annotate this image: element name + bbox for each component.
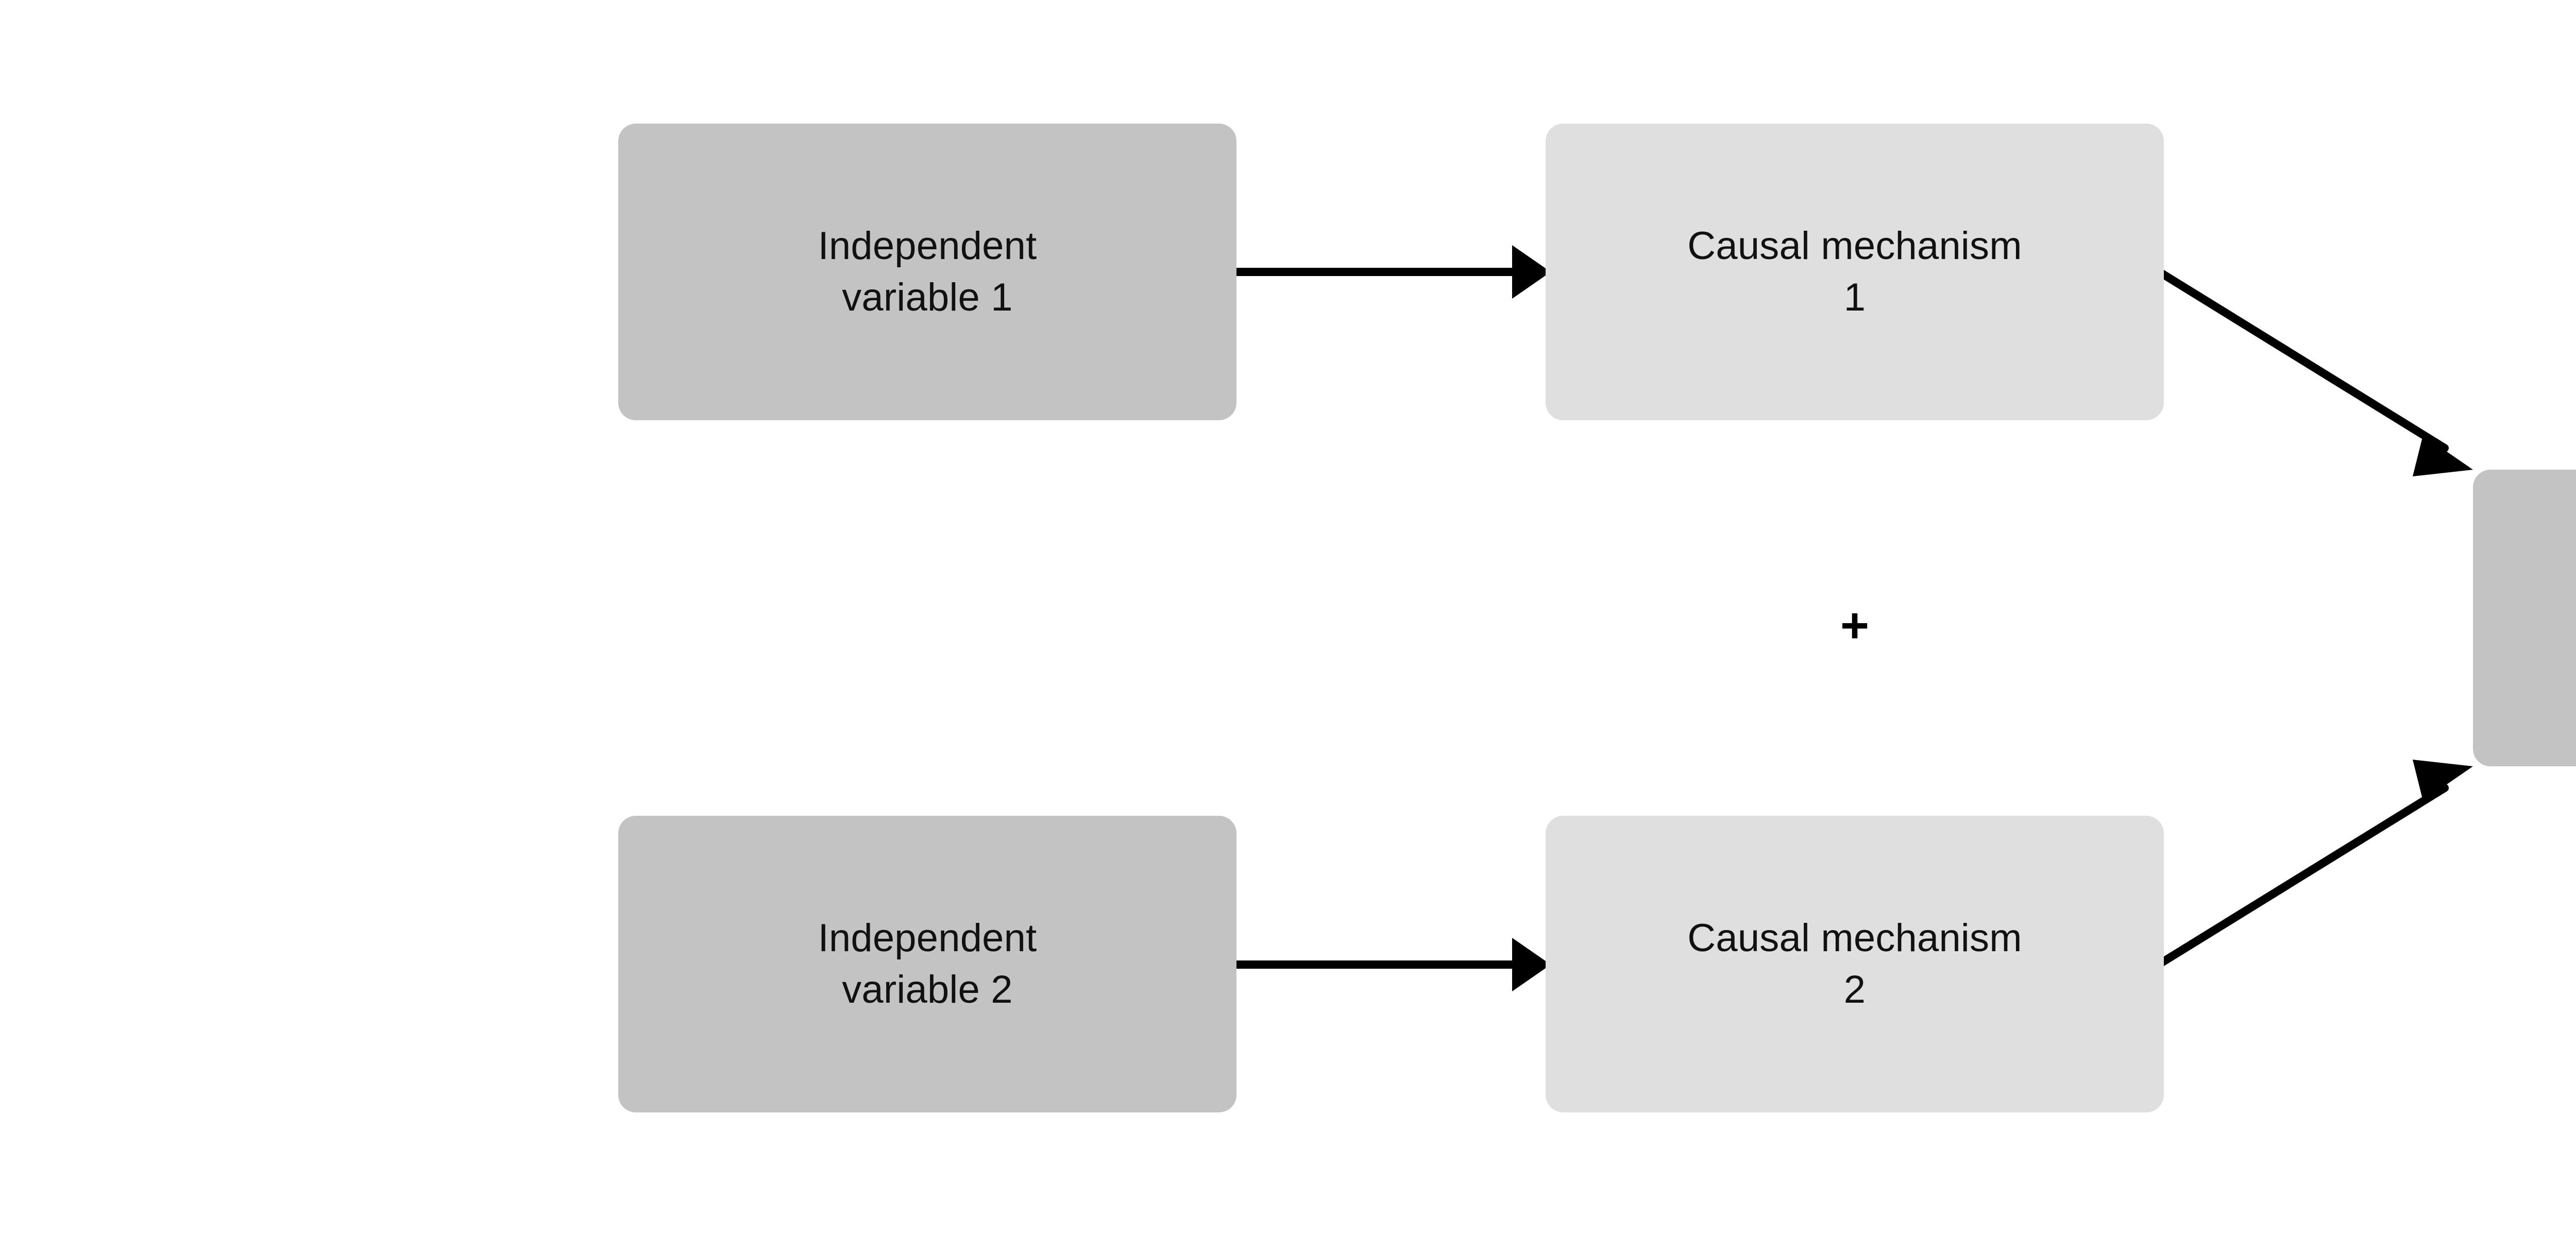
node-label-independent-variable-2: Independent variable 2 xyxy=(818,916,1037,1011)
edge-cm2-to-dv xyxy=(2154,760,2473,969)
node-causal-mechanism-2[interactable]: Causal mechanism 2 xyxy=(1546,816,2164,1112)
node-label-causal-mechanism-1: Causal mechanism 1 xyxy=(1687,224,2022,319)
node-independent-variable-1[interactable]: Independent variable 1 xyxy=(618,124,1236,420)
node-dependent-variable[interactable]: Dependent variable xyxy=(2473,470,2576,766)
plus-operator-symbol: + xyxy=(1840,598,1870,653)
edge-cm1-to-dv xyxy=(2154,267,2473,476)
edge-iv2-to-cm2 xyxy=(1236,938,1551,991)
edge-iv1-to-cm1 xyxy=(1236,245,1551,299)
node-label-causal-mechanism-2: Causal mechanism 2 xyxy=(1687,916,2022,1011)
node-label-independent-variable-1: Independent variable 1 xyxy=(818,224,1037,319)
node-independent-variable-2[interactable]: Independent variable 2 xyxy=(618,816,1236,1112)
node-causal-mechanism-1[interactable]: Causal mechanism 1 xyxy=(1546,124,2164,420)
